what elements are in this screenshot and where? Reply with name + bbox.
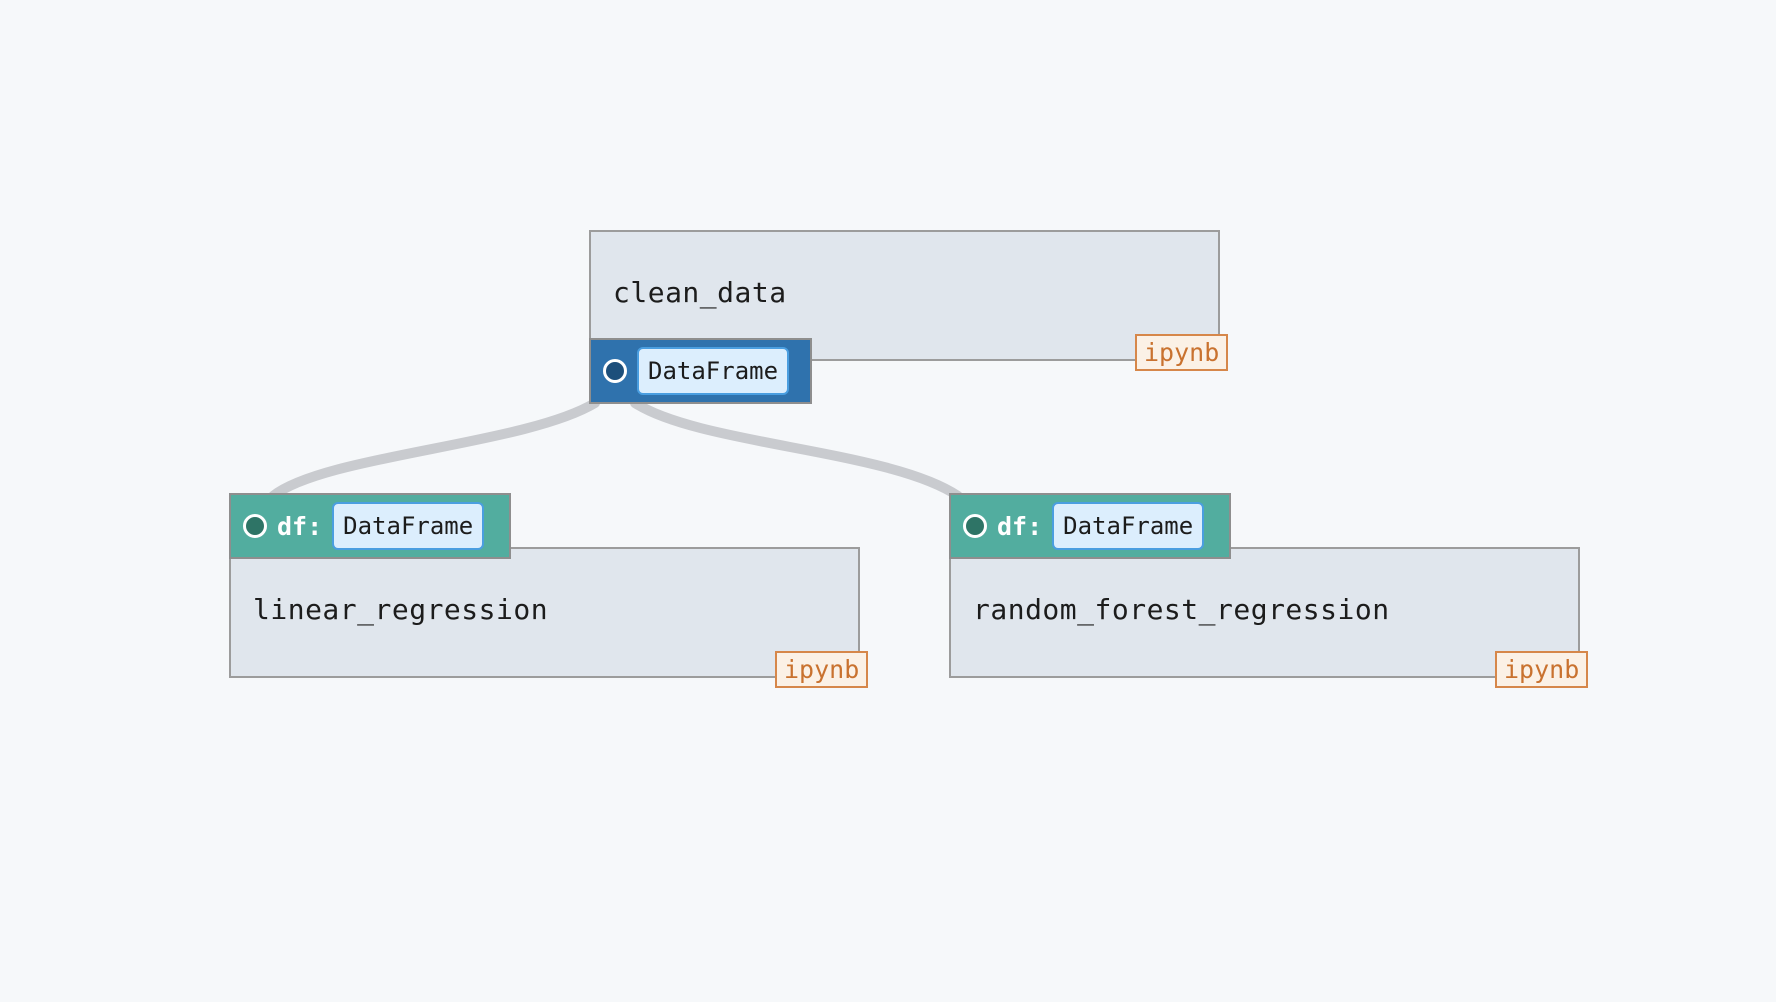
- input-port[interactable]: df: DataFrame: [949, 493, 1231, 559]
- node-clean-data[interactable]: clean_data: [589, 230, 1220, 361]
- file-type-badge: ipynb: [775, 651, 869, 688]
- output-port[interactable]: DataFrame: [589, 338, 812, 404]
- file-type-badge: ipynb: [1495, 651, 1589, 688]
- type-chip: DataFrame: [1052, 502, 1205, 550]
- type-chip: DataFrame: [332, 502, 485, 550]
- edge-clean-data-to-linear-regression: [268, 398, 600, 501]
- node-title: linear_regression: [253, 593, 549, 626]
- type-chip: DataFrame: [637, 347, 790, 395]
- port-name: df:: [277, 511, 323, 541]
- node-random-forest-regression[interactable]: random_forest_regression: [949, 547, 1580, 678]
- port-name: df:: [997, 511, 1043, 541]
- node-title: clean_data: [613, 276, 787, 309]
- input-port[interactable]: df: DataFrame: [229, 493, 511, 559]
- edge-clean-data-to-random-forest-regression: [630, 398, 963, 501]
- output-port-handle-icon[interactable]: [603, 359, 627, 383]
- input-port-handle-icon[interactable]: [963, 514, 987, 538]
- node-title: random_forest_regression: [973, 593, 1390, 626]
- file-type-badge: ipynb: [1135, 334, 1229, 371]
- input-port-handle-icon[interactable]: [243, 514, 267, 538]
- node-linear-regression[interactable]: linear_regression: [229, 547, 860, 678]
